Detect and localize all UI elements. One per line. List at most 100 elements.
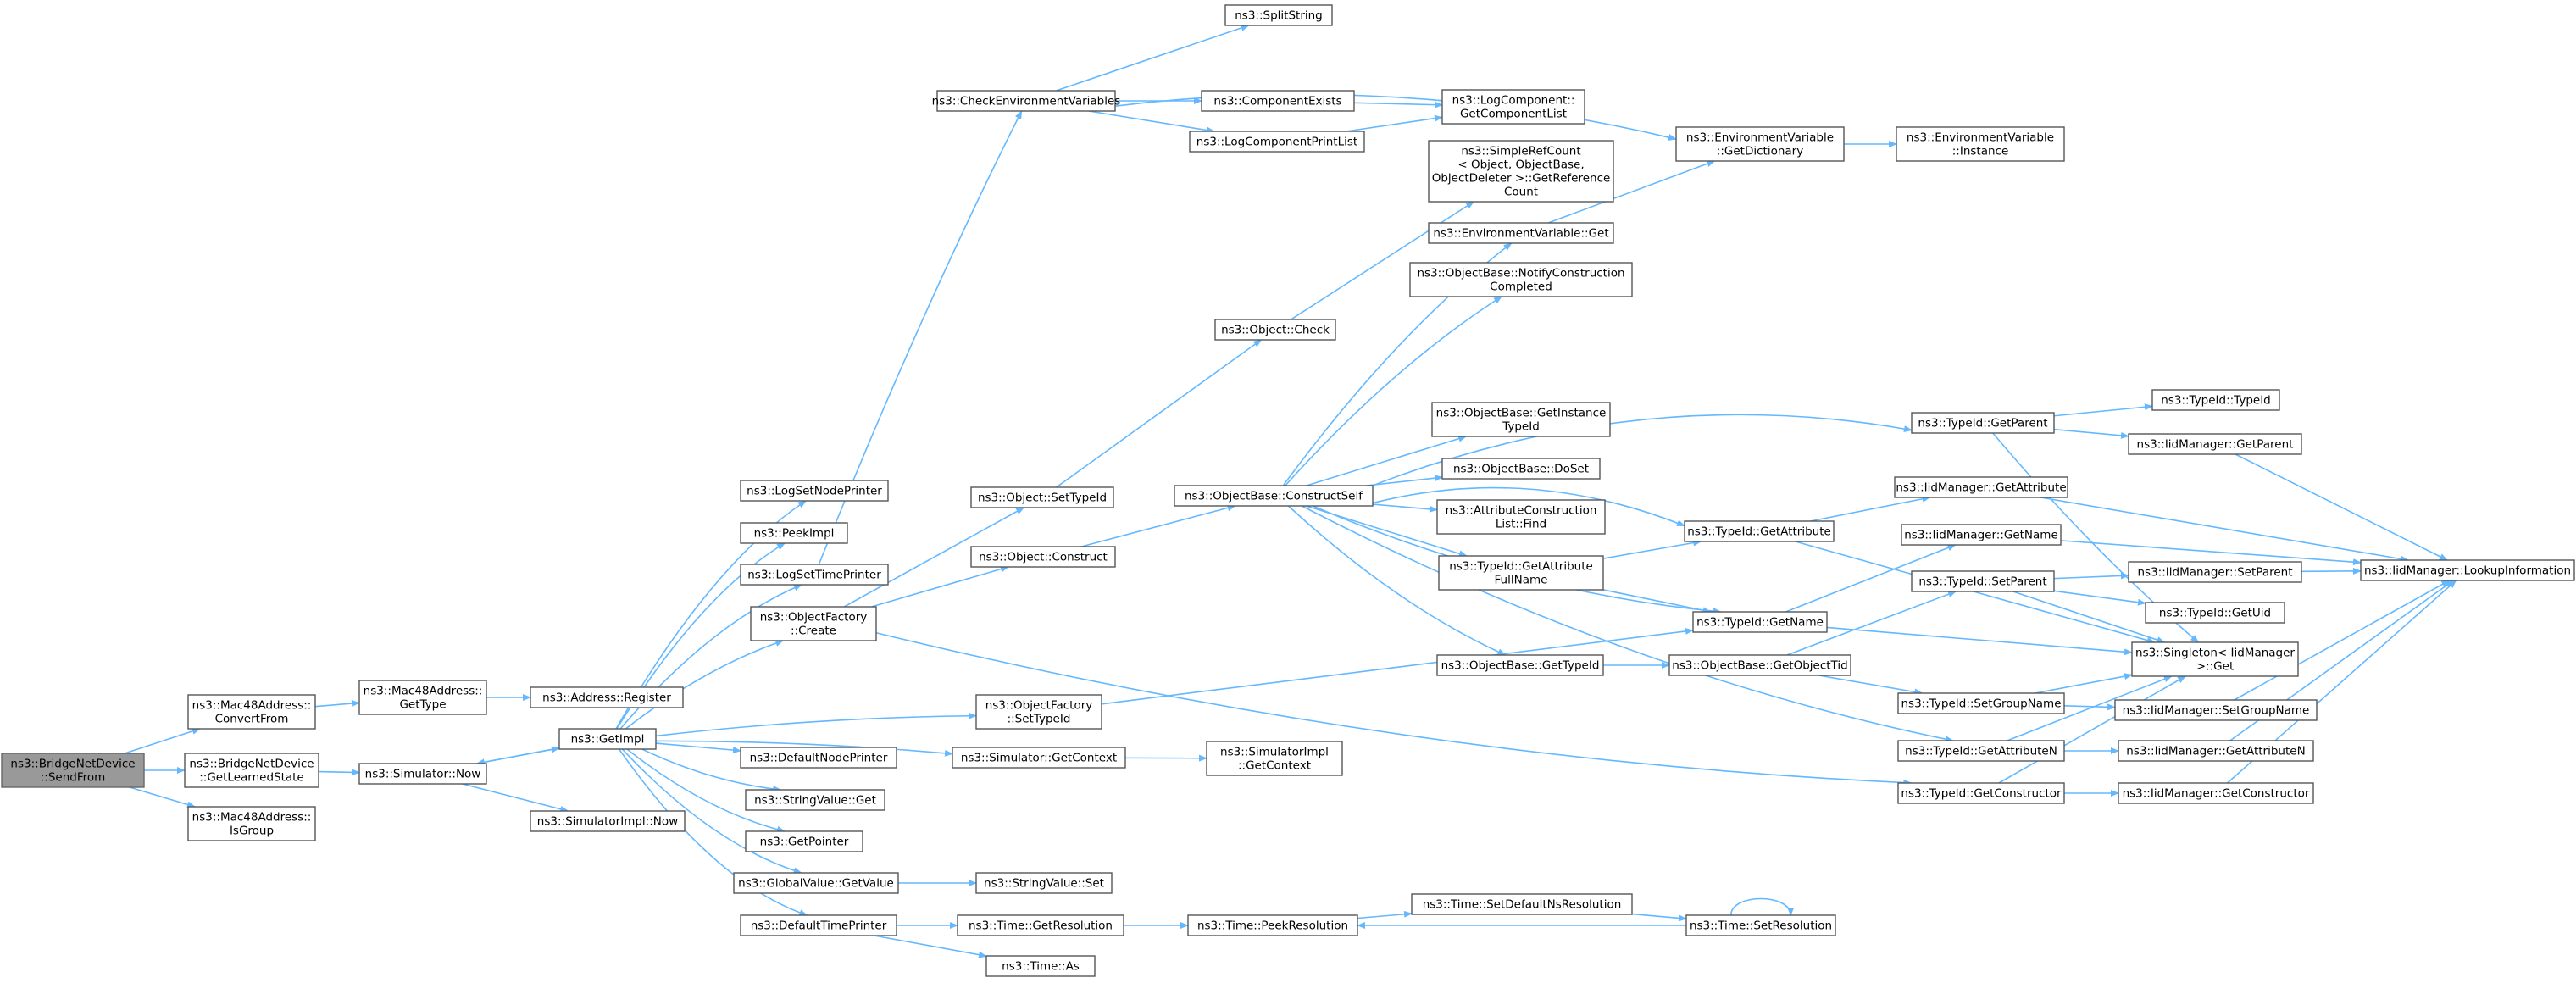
node-TIGetAttributeN[interactable]: ns3::TypeId::GetAttributeN bbox=[1897, 740, 2065, 762]
edge-ComponentExists-to-GetComponentList bbox=[1353, 101, 1443, 108]
node-TISetGroupName[interactable]: ns3::TypeId::SetGroupName bbox=[1897, 692, 2065, 714]
node-GetImpl[interactable]: ns3::GetImpl bbox=[558, 728, 657, 750]
node-box bbox=[740, 747, 897, 769]
edge-TIGetName-to-SingletonGet bbox=[1826, 626, 2133, 656]
node-AddrRegister[interactable]: ns3::Address::Register bbox=[530, 686, 684, 708]
node-box bbox=[957, 914, 1124, 936]
node-OBGetTypeId[interactable]: ns3::ObjectBase::GetTypeId bbox=[1436, 654, 1604, 676]
node-OFSetTypeId[interactable]: ns3::ObjectFactory::SetTypeId bbox=[975, 694, 1102, 730]
edge-CheckEnvVars-to-EnvVarGetDictionary bbox=[1114, 93, 1677, 141]
node-ObjCheck[interactable]: ns3::Object::Check bbox=[1214, 319, 1336, 341]
edge-GetAttributeFullName-to-TIGetName bbox=[1602, 589, 1712, 614]
node-SingletonGet[interactable]: ns3::Singleton< IidManager>::Get bbox=[2131, 641, 2299, 677]
node-GetObjectTid[interactable]: ns3::ObjectBase::GetObjectTid bbox=[1668, 654, 1852, 676]
node-PeekImpl[interactable]: ns3::PeekImpl bbox=[740, 522, 848, 544]
node-GetComponentList[interactable]: ns3::LogComponent::GetComponentList bbox=[1441, 89, 1585, 125]
node-ConstructSelf[interactable]: ns3::ObjectBase::ConstructSelf bbox=[1174, 485, 1374, 507]
edge-IMSetGroupName-to-IMLookupInformation bbox=[2234, 580, 2451, 701]
node-SendFrom[interactable]: ns3::BridgeNetDevice::SendFrom bbox=[1, 753, 145, 788]
node-GVGetValue[interactable]: ns3::GlobalValue::GetValue bbox=[733, 872, 899, 894]
node-TimeAs[interactable]: ns3::Time::As bbox=[985, 955, 1096, 977]
node-ObjSetTypeId[interactable]: ns3::Object::SetTypeId bbox=[970, 486, 1114, 508]
edge-ObjCheck-to-SimpleRefCount bbox=[1291, 201, 1475, 320]
node-IMGetAttribute[interactable]: ns3::IidManager::GetAttribute bbox=[1894, 476, 2068, 498]
node-label: ns3::DefaultTimePrinter bbox=[751, 919, 887, 933]
node-ObjConstruct[interactable]: ns3::Object::Construct bbox=[970, 546, 1116, 568]
node-CheckEnvVars[interactable]: ns3::CheckEnvironmentVariables bbox=[932, 90, 1121, 112]
node-LogSetTimePrinter[interactable]: ns3::LogSetTimePrinter bbox=[740, 564, 889, 586]
node-label: ns3::SimpleRefCount bbox=[1461, 145, 1580, 158]
node-SimImplNow[interactable]: ns3::SimulatorImpl::Now bbox=[530, 810, 686, 832]
node-label: ns3::Mac48Address:: bbox=[364, 685, 483, 698]
node-label: ns3::Address::Register bbox=[542, 691, 671, 705]
node-DoSet[interactable]: ns3::ObjectBase::DoSet bbox=[1441, 458, 1601, 480]
node-box bbox=[1684, 520, 1835, 542]
node-box bbox=[1409, 262, 1633, 297]
node-TIGetConstructor[interactable]: ns3::TypeId::GetConstructor bbox=[1897, 782, 2065, 804]
node-box bbox=[970, 486, 1114, 508]
node-NotifyConstruction[interactable]: ns3::ObjectBase::NotifyConstructionCompl… bbox=[1409, 262, 1633, 297]
node-SplitString[interactable]: ns3::SplitString bbox=[1224, 4, 1333, 26]
node-TITypeId[interactable]: ns3::TypeId::TypeId bbox=[2151, 389, 2280, 411]
node-TimeGetResolution[interactable]: ns3::Time::GetResolution bbox=[957, 914, 1124, 936]
node-Mac48GetType[interactable]: ns3::Mac48Address::GetType bbox=[358, 680, 487, 715]
node-label: ns3::TypeId::GetConstructor bbox=[1901, 787, 2062, 801]
node-IMGetAttributeN[interactable]: ns3::IidManager::GetAttributeN bbox=[2118, 740, 2314, 762]
node-box bbox=[1911, 570, 2055, 592]
edge-IMGetParent-to-IMLookupInformation bbox=[2235, 453, 2448, 561]
node-TimeSetResolution[interactable]: ns3::Time::SetResolution bbox=[1685, 914, 1836, 936]
node-StringValueSet[interactable]: ns3::StringValue::Set bbox=[975, 872, 1113, 894]
node-TIGetParent[interactable]: ns3::TypeId::GetParent bbox=[1911, 412, 2055, 434]
node-SimImplGetContext[interactable]: ns3::SimulatorImpl::GetContext bbox=[1206, 741, 1343, 776]
node-box bbox=[1411, 893, 1633, 915]
node-SimGetContext[interactable]: ns3::Simulator::GetContext bbox=[952, 747, 1126, 769]
node-EnvVarInstance[interactable]: ns3::EnvironmentVariable::Instance bbox=[1896, 126, 2065, 162]
node-IMSetParent[interactable]: ns3::IidManager::SetParent bbox=[2128, 561, 2302, 583]
node-box bbox=[1692, 611, 1828, 633]
node-box bbox=[358, 680, 487, 715]
node-IsGroup[interactable]: ns3::Mac48Address::IsGroup bbox=[187, 806, 316, 841]
node-label: ns3::ObjectBase::DoSet bbox=[1453, 463, 1589, 476]
node-EnvVarGet[interactable]: ns3::EnvironmentVariable::Get bbox=[1428, 222, 1614, 244]
node-OFCreate[interactable]: ns3::ObjectFactory::Create bbox=[750, 606, 877, 641]
node-TIGetUid[interactable]: ns3::TypeId::GetUid bbox=[2145, 602, 2285, 624]
node-GetLearnedState[interactable]: ns3::BridgeNetDevice::GetLearnedState bbox=[184, 753, 319, 788]
node-PeekResolution[interactable]: ns3::Time::PeekResolution bbox=[1187, 914, 1358, 936]
node-label: ns3::ComponentExists bbox=[1213, 95, 1341, 108]
node-box bbox=[1668, 654, 1852, 676]
node-label: ns3::CheckEnvironmentVariables bbox=[932, 95, 1121, 108]
node-IMGetConstructor[interactable]: ns3::IidManager::GetConstructor bbox=[2118, 782, 2314, 804]
node-ComponentExists[interactable]: ns3::ComponentExists bbox=[1201, 90, 1355, 112]
node-EnvVarGetDictionary[interactable]: ns3::EnvironmentVariable::GetDictionary bbox=[1675, 126, 1845, 162]
node-DefaultTimePrinter[interactable]: ns3::DefaultTimePrinter bbox=[740, 914, 897, 936]
node-LogComponentPrintList[interactable]: ns3::LogComponentPrintList bbox=[1189, 131, 1365, 153]
node-label: ns3::LogSetNodePrinter bbox=[747, 485, 882, 498]
node-IMSetGroupName[interactable]: ns3::IidManager::SetGroupName bbox=[2114, 699, 2318, 721]
node-SimpleRefCount[interactable]: ns3::SimpleRefCount< Object, ObjectBase,… bbox=[1428, 140, 1614, 203]
node-box bbox=[1441, 458, 1601, 480]
node-box bbox=[1685, 914, 1836, 936]
node-StringValueGet[interactable]: ns3::StringValue::Get bbox=[745, 789, 886, 811]
node-label: ns3::Mac48Address:: bbox=[192, 699, 312, 713]
node-DefaultNodePrinter[interactable]: ns3::DefaultNodePrinter bbox=[740, 747, 897, 769]
node-TIGetName[interactable]: ns3::TypeId::GetName bbox=[1692, 611, 1828, 633]
node-label: Count bbox=[1504, 186, 1538, 199]
node-box bbox=[750, 606, 877, 641]
node-IMLookupInformation[interactable]: ns3::IidManager::LookupInformation bbox=[2360, 559, 2575, 581]
node-IMGetName[interactable]: ns3::IidManager::GetName bbox=[1901, 524, 2062, 546]
node-GetPointer[interactable]: ns3::GetPointer bbox=[745, 830, 863, 852]
node-TISetParent[interactable]: ns3::TypeId::SetParent bbox=[1911, 570, 2055, 592]
node-SetDefaultNsRes[interactable]: ns3::Time::SetDefaultNsResolution bbox=[1411, 893, 1633, 915]
node-IMGetParent[interactable]: ns3::IidManager::GetParent bbox=[2128, 433, 2302, 455]
node-TIGetAttribute[interactable]: ns3::TypeId::GetAttribute bbox=[1684, 520, 1835, 542]
node-SimNow[interactable]: ns3::Simulator::Now bbox=[358, 763, 487, 785]
node-LogSetNodePrinter[interactable]: ns3::LogSetNodePrinter bbox=[740, 480, 889, 502]
edge-GetImpl-to-DefaultTimePrinter bbox=[618, 748, 808, 916]
edge-GetObjectTid-to-TISetGroupName bbox=[1818, 675, 1924, 696]
node-ConvertFrom[interactable]: ns3::Mac48Address::ConvertFrom bbox=[187, 694, 316, 730]
node-label: ns3::SplitString bbox=[1235, 9, 1323, 23]
